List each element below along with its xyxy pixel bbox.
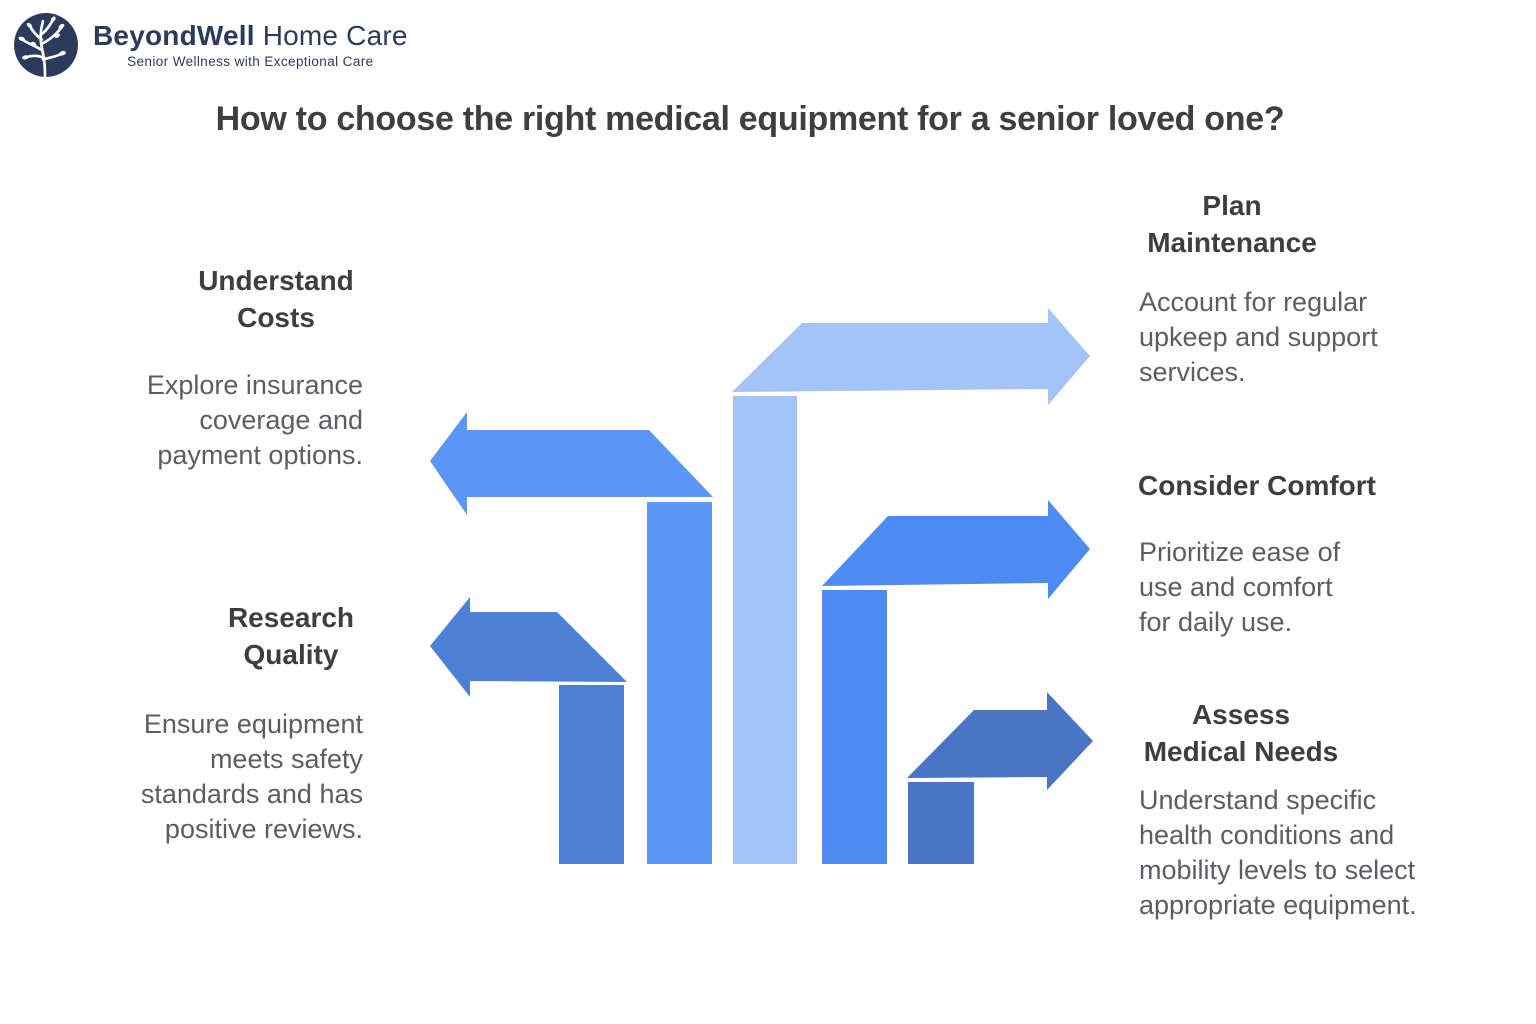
research-quality-bar (557, 683, 626, 866)
assess-medical-needs-heading: Assess Medical Needs (1143, 699, 1339, 767)
plan-maintenance-bar (731, 394, 799, 866)
logo-text: BeyondWell Home Care Senior Wellness wit… (93, 21, 408, 70)
consider-comfort-body: Prioritize ease of use and comfort for d… (1139, 537, 1341, 637)
plan-maintenance-arrow (732, 308, 1090, 405)
understand-costs-body: Explore insurance coverage and payment o… (146, 370, 363, 470)
page-title: How to choose the right medical equipmen… (215, 100, 1285, 138)
understand-costs-arrow (430, 412, 713, 515)
logo: BeyondWell Home Care Senior Wellness wit… (13, 12, 408, 78)
brand-tagline: Senior Wellness with Exceptional Care (127, 54, 374, 69)
plan-maintenance-body: Account for regular upkeep and support s… (1139, 287, 1378, 387)
brand-name: BeyondWell Home Care (93, 21, 408, 51)
brand-name-regular: Home Care (254, 20, 408, 51)
brand-name-bold: BeyondWell (93, 20, 255, 51)
tree-icon (14, 13, 78, 78)
assess-medical-needs-bar (906, 780, 976, 866)
research-quality-body: Ensure equipment meets safety standards … (140, 709, 363, 844)
consider-comfort-heading: Consider Comfort (1138, 470, 1376, 501)
plan-maintenance-heading: Plan Maintenance (1147, 190, 1317, 258)
assess-medical-needs-body: Understand specific health conditions an… (1139, 785, 1417, 920)
research-quality-heading: Research Quality (227, 602, 355, 670)
consider-comfort-bar (820, 588, 889, 866)
understand-costs-heading: Understand Costs (198, 265, 354, 333)
consider-comfort-arrow (822, 500, 1090, 599)
understand-costs-bar (645, 500, 714, 866)
research-quality-arrow (430, 597, 627, 697)
assess-medical-needs-arrow (907, 692, 1093, 790)
